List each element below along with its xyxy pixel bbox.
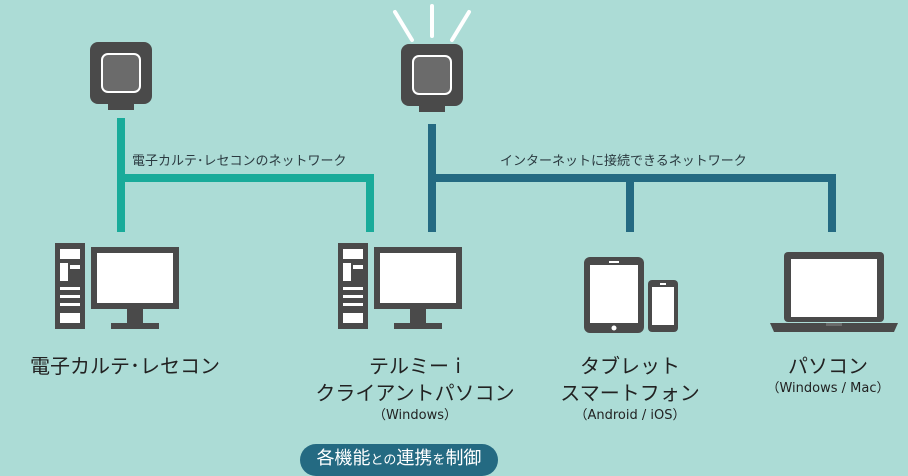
tablet-device-os: （Android / iOS） bbox=[574, 408, 686, 423]
emr-device-label: 電子カルテ･レセコン bbox=[0, 353, 250, 380]
desktop-pc-icon bbox=[55, 243, 179, 329]
pc-device-os: （Windows / Mac） bbox=[766, 381, 890, 396]
wifi-router-icon bbox=[393, 4, 471, 112]
badge-text-part2: との bbox=[370, 453, 397, 468]
pc-device-label: パソコン （Windows / Mac） bbox=[748, 353, 908, 398]
desktop-pc-icon bbox=[338, 243, 462, 329]
badge-text-part3: 連携 bbox=[396, 448, 433, 469]
tablet-device-label: タブレット スマートフォン （Android / iOS） bbox=[520, 353, 740, 425]
smartphone-device-name: スマートフォン bbox=[560, 381, 700, 405]
badge-text-part1: 各機能 bbox=[316, 448, 371, 469]
telmie-device-type: クライアントパソコン bbox=[315, 381, 515, 405]
telmie-device-label: テルミー i クライアントパソコン （Windows） bbox=[290, 353, 540, 425]
emr-network-lines bbox=[117, 118, 374, 232]
integration-control-badge: 各機能との連携を制御 bbox=[300, 444, 498, 476]
internet-network-label: インターネットに接続できるネットワーク bbox=[500, 154, 747, 169]
telmie-device-os: （Windows） bbox=[372, 408, 458, 423]
emr-device-name: 電子カルテ･レセコン bbox=[30, 354, 220, 378]
badge-text-part5: 制御 bbox=[445, 448, 482, 469]
laptop-icon bbox=[770, 252, 898, 332]
tablet-smartphone-icon bbox=[584, 257, 678, 333]
router-icon bbox=[90, 42, 152, 110]
internet-network-lines bbox=[428, 124, 836, 232]
tablet-device-name: タブレット bbox=[580, 354, 680, 378]
telmie-device-name: テルミー i bbox=[369, 354, 461, 378]
badge-text-part4: を bbox=[432, 453, 446, 468]
pc-device-name: パソコン bbox=[788, 354, 868, 378]
emr-network-label: 電子カルテ･レセコンのネットワーク bbox=[132, 154, 347, 169]
